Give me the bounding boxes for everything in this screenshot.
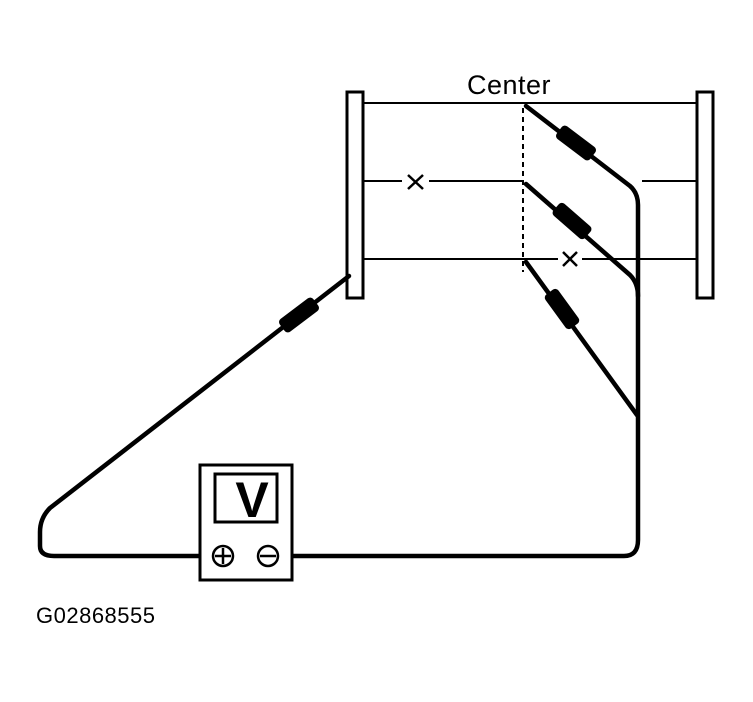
left-terminal-plate <box>345 90 365 300</box>
x-mark-right <box>562 251 578 267</box>
probe-tip-left <box>279 297 319 333</box>
x-mark-left <box>407 174 424 190</box>
probe-lead-middle <box>523 181 641 299</box>
positive-terminal-icon <box>211 544 235 568</box>
voltmeter-display <box>213 472 279 524</box>
probe-tip-middle <box>552 202 592 240</box>
voltmeter <box>198 463 294 582</box>
probe-tip-bottom <box>544 288 580 330</box>
center-label: Center <box>467 70 552 100</box>
conductor-lines <box>363 102 697 260</box>
voltmeter-label: V <box>235 472 269 528</box>
probe-lead-top <box>287 103 641 559</box>
probe-lead-left <box>37 273 352 559</box>
probe-lead-bottom <box>523 259 640 418</box>
figure-id: G02868555 <box>36 603 156 628</box>
probe-tip-top <box>556 125 596 161</box>
right-terminal-plate <box>695 90 715 300</box>
negative-terminal-icon <box>256 544 280 568</box>
